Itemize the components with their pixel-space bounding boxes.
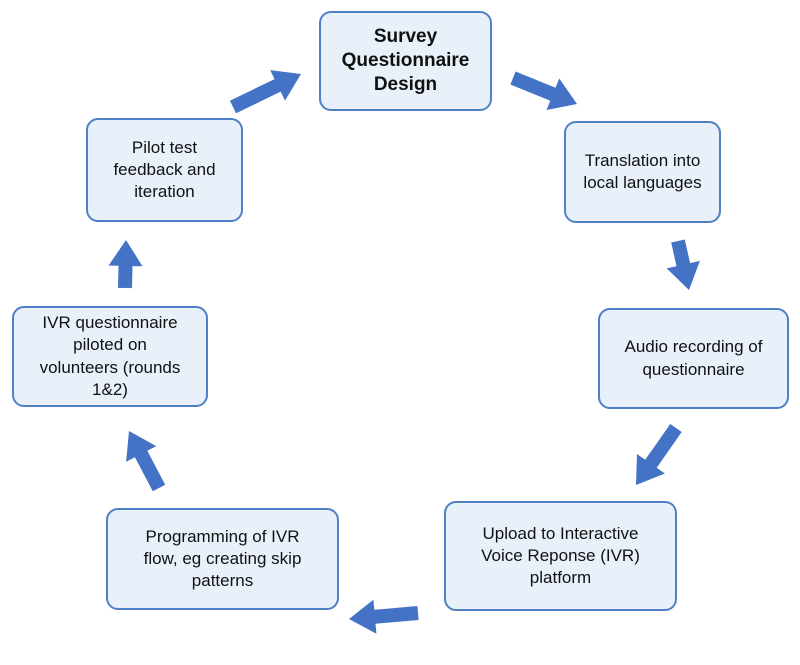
arrow-upload-program	[349, 599, 419, 634]
node-label: Audio recording of questionnaire	[624, 337, 763, 379]
node-label: Programming of IVR flow, eg creating ski…	[143, 526, 302, 591]
node-translation: Translation into local languages	[564, 121, 721, 223]
node-label: IVR questionnaire piloted on volunteers …	[39, 313, 181, 399]
arrow-program-ivr	[126, 431, 166, 492]
arrow-audio-upload	[636, 424, 682, 485]
arrow-translate-audio	[666, 239, 700, 290]
node-label: Translation into local languages	[583, 150, 702, 192]
node-label: Survey Questionnaire Design	[341, 26, 470, 95]
arrow-survey-translate	[510, 71, 577, 110]
arrow-ivr-pilot	[108, 240, 143, 289]
node-audio-recording: Audio recording of questionnaire	[598, 308, 789, 409]
node-pilot-test-feedback: Pilot test feedback and iteration	[86, 118, 243, 222]
node-ivr-piloted: IVR questionnaire piloted on volunteers …	[12, 306, 208, 407]
node-survey-questionnaire-design: Survey Questionnaire Design	[319, 11, 492, 111]
node-upload-ivr: Upload to Interactive Voice Reponse (IVR…	[444, 501, 677, 611]
node-programming-ivr-flow: Programming of IVR flow, eg creating ski…	[106, 508, 339, 610]
arrow-pilot-survey	[229, 70, 301, 114]
node-label: Upload to Interactive Voice Reponse (IVR…	[481, 523, 640, 588]
node-label: Pilot test feedback and iteration	[113, 137, 216, 202]
